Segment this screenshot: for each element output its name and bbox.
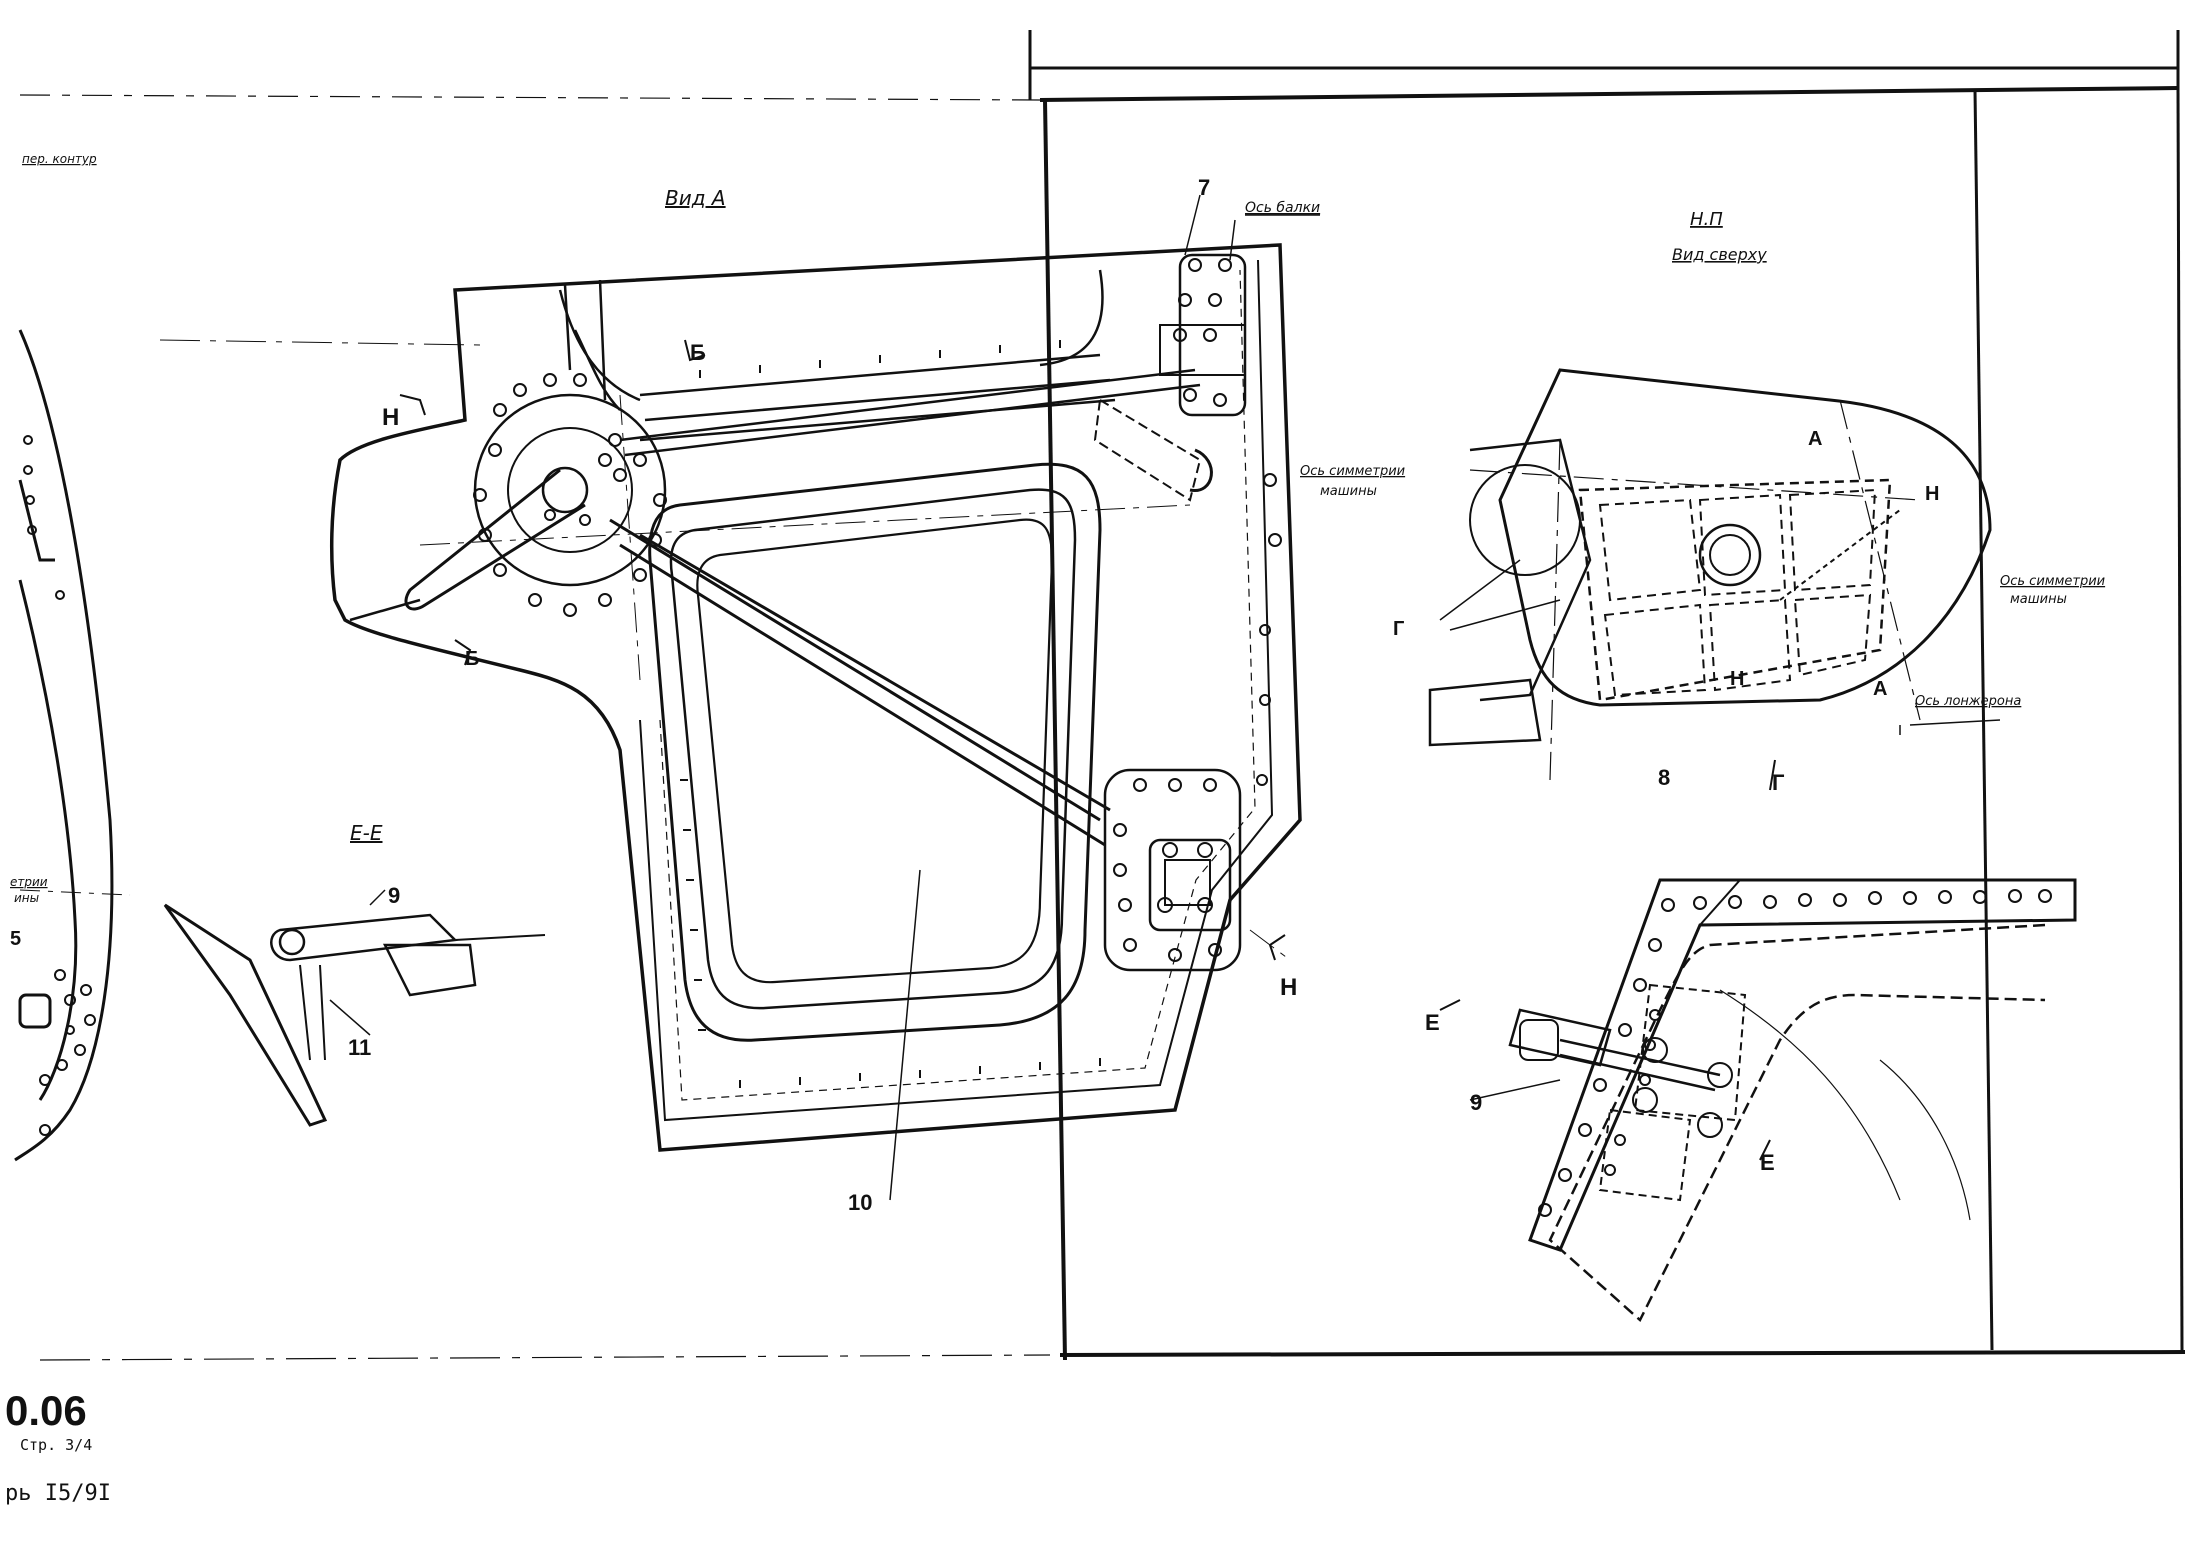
- symmetry-axis-label-line1: Ось симметрии: [1300, 464, 1405, 479]
- callout-9-section: 9: [388, 883, 400, 908]
- symmetry-axis-label-line2: машины: [1320, 484, 1377, 499]
- section-mark-b-top: Б: [690, 340, 706, 365]
- callout-10: 10: [848, 1190, 872, 1215]
- section-mark-b-bottom: Б: [465, 648, 479, 670]
- detail-e-section: [1439, 878, 2077, 1323]
- section-mark-g-left: Г: [1393, 618, 1404, 640]
- left-partial-number: 5: [10, 928, 21, 950]
- section-ee-title: Е-Е: [350, 821, 383, 845]
- section-mark-e-left: Е: [1425, 1010, 1440, 1035]
- page-number: Стр. 3/4: [20, 1436, 92, 1454]
- beam-axis-label: Ось балки: [1245, 200, 1320, 216]
- view-a-door-panel: [329, 243, 1302, 1152]
- view-np-subtitle: Вид сверху: [1672, 245, 1767, 264]
- section-mark-h-left: Н: [382, 404, 399, 431]
- spar-axis-label: Ось лонжерона: [1915, 694, 2021, 709]
- section-mark-e-right: Е: [1760, 1150, 1775, 1175]
- left-partial-label-1: етрии: [10, 875, 48, 889]
- section-mark-a-top: А: [1808, 428, 1822, 450]
- section-mark-h-right: Н: [1280, 974, 1297, 1001]
- sheet-frame: [19, 30, 2186, 1361]
- callout-8: 8: [1658, 765, 1670, 790]
- view-a-title: Вид А: [665, 186, 726, 210]
- title-block: 0.06 Стр. 3/4 рь I5/9I: [5, 1387, 111, 1506]
- revision-note: рь I5/9I: [5, 1481, 111, 1506]
- doc-number: 0.06: [5, 1387, 87, 1434]
- top-left-note: пер. контур: [22, 152, 97, 166]
- top-view-np: [1428, 368, 2001, 791]
- drawing-labels: пер. контур Вид А Н.П Вид сверху Е-Е Ось…: [10, 152, 2105, 1215]
- left-partial-view: [14, 329, 131, 1162]
- section-e-e: [163, 889, 546, 1127]
- callout-9-detail: 9: [1470, 1090, 1482, 1115]
- section-mark-h-np-mid: Н: [1730, 668, 1744, 690]
- section-mark-h-np-top: Н: [1925, 483, 1939, 505]
- section-mark-a-bottom: А: [1873, 678, 1887, 700]
- np-symmetry-axis-line1: Ось симметрии: [2000, 574, 2105, 589]
- np-symmetry-axis-line2: машины: [2010, 592, 2067, 607]
- view-a-leaders: [399, 194, 1320, 1201]
- view-np-title: Н.П: [1690, 209, 1723, 230]
- callout-7: 7: [1198, 175, 1210, 200]
- section-mark-g-bottom: Г: [1772, 770, 1785, 795]
- callout-11: 11: [348, 1035, 371, 1060]
- left-partial-label-2: ины: [14, 891, 39, 905]
